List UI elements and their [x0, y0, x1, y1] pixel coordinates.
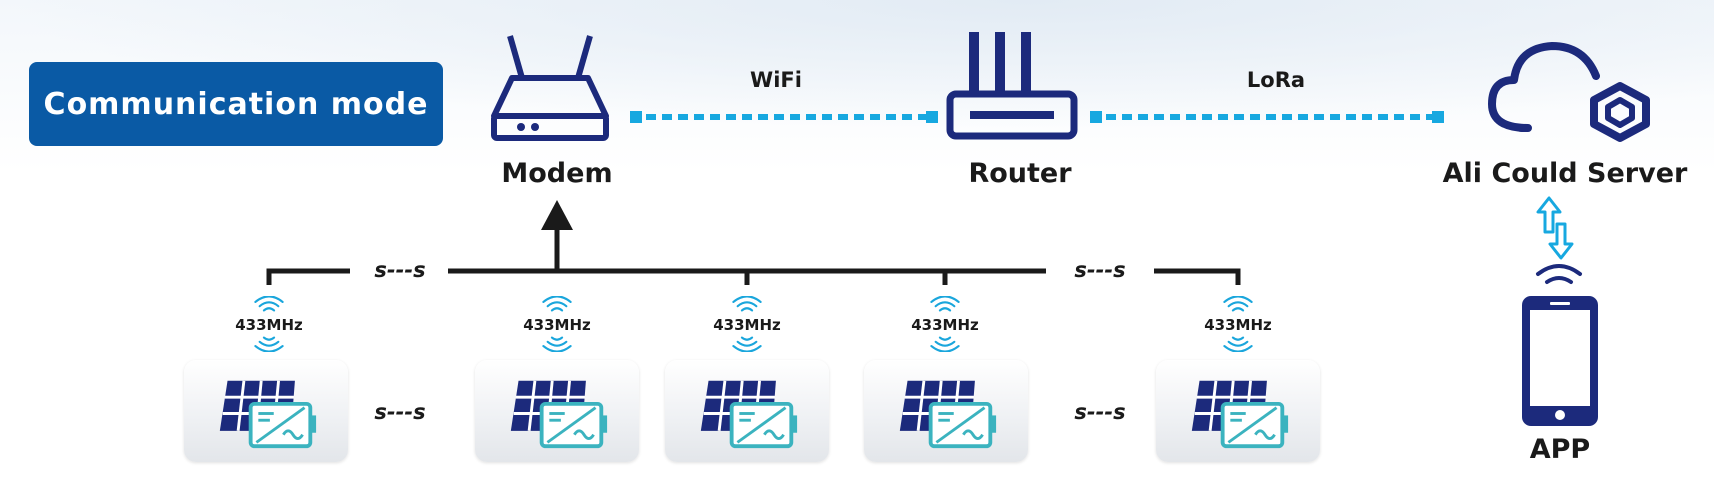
- title-banner: Communication mode: [29, 62, 443, 146]
- wifi-link-line: [630, 111, 938, 123]
- frequency-label: 433MHz: [713, 316, 781, 334]
- break-symbol: s---s: [1074, 258, 1126, 282]
- app-label: APP: [1529, 434, 1591, 465]
- router-label: Router: [968, 158, 1072, 189]
- solar-inverter-icon: [217, 378, 319, 449]
- frequency-label: 433MHz: [235, 316, 303, 334]
- wifi-label: WiFi: [750, 68, 802, 92]
- frequency-label: 433MHz: [1204, 316, 1272, 334]
- modem-icon: [491, 35, 609, 141]
- break-symbol: s---s: [1074, 400, 1126, 424]
- cloud-server-icon: [1488, 42, 1650, 142]
- solar-inverter-icon: [698, 378, 800, 449]
- cloud-server-label: Ali Could Server: [1442, 158, 1688, 189]
- page-title: Communication mode: [43, 86, 429, 122]
- uplink-arrow: [541, 200, 573, 230]
- frequency-label: 433MHz: [523, 316, 591, 334]
- frequency-label: 433MHz: [911, 316, 979, 334]
- solar-inverter-icon: [1189, 378, 1291, 449]
- bus-line: [266, 226, 1241, 285]
- phone-signal-icon: [1536, 264, 1582, 284]
- lora-label: LoRa: [1246, 68, 1306, 92]
- solar-inverter-icon: [508, 378, 610, 449]
- router-icon: [946, 32, 1078, 140]
- bidirectional-arrow-icon: [1536, 196, 1574, 260]
- break-symbol: s---s: [374, 258, 426, 282]
- break-symbol: s---s: [374, 400, 426, 424]
- lora-link-line: [1090, 111, 1444, 123]
- modem-label: Modem: [501, 158, 613, 189]
- solar-inverter-icon: [897, 378, 999, 449]
- phone-icon: [1522, 296, 1598, 426]
